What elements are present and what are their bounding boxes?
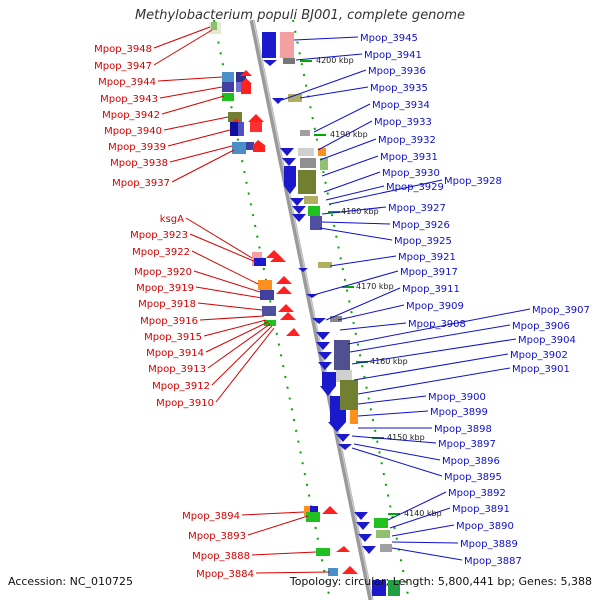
gene-label[interactable]: Mpop_3926 [392,220,450,231]
left-leader-lines [153,26,331,574]
gene-label[interactable]: Mpop_3897 [438,439,496,450]
gene-label[interactable]: Mpop_3898 [434,424,492,435]
kbp-label: 4190 kbp [330,130,368,139]
gene-label[interactable]: Mpop_3891 [452,504,510,515]
gene-label[interactable]: Mpop_3888 [192,551,250,562]
left-gene-labels: Mpop_3948 Mpop_3947 Mpop_3944 Mpop_3943 … [94,44,254,580]
gene-label[interactable]: Mpop_3896 [442,456,500,467]
gene-label[interactable]: Mpop_3928 [444,176,502,187]
kbp-labels: 4200 kbp 4190 kbp 4180 kbp 4170 kbp 4160… [316,56,442,518]
gene-label[interactable]: Mpop_3895 [444,472,502,483]
gene-label[interactable]: Mpop_3899 [430,407,488,418]
gene-label[interactable]: Mpop_3890 [456,521,514,532]
accession-label: Accession: NC_010725 [8,575,134,588]
gene-label[interactable]: Mpop_3884 [196,569,254,580]
gene-label[interactable]: Mpop_3945 [360,33,418,44]
gene-label[interactable]: Mpop_3913 [148,364,206,375]
gene-label[interactable]: Mpop_3947 [94,61,152,72]
kbp-label: 4180 kbp [341,207,379,216]
gene-label[interactable]: Mpop_3915 [144,332,202,343]
gene-label[interactable]: Mpop_3927 [388,203,446,214]
gene-label[interactable]: Mpop_3910 [156,398,214,409]
gene-label[interactable]: Mpop_3893 [188,531,246,542]
topology-label: Topology: circular; Length: 5,800,441 bp… [289,575,592,588]
gene-label[interactable]: Mpop_3901 [512,364,570,375]
gene-label[interactable]: Mpop_3943 [100,94,158,105]
gene-label[interactable]: Mpop_3948 [94,44,152,55]
gene-label[interactable]: Mpop_3935 [370,83,428,94]
gene-label[interactable]: Mpop_3940 [104,126,162,137]
gene-label[interactable]: Mpop_3921 [398,252,456,263]
gene-label[interactable]: Mpop_3892 [448,488,506,499]
gene-label[interactable]: Mpop_3925 [394,236,452,247]
gene-label[interactable]: Mpop_3904 [518,335,576,346]
gene-label[interactable]: Mpop_3937 [112,178,170,189]
gene-label[interactable]: Mpop_3918 [138,299,196,310]
gene-label[interactable]: Mpop_3936 [368,66,426,77]
gene-label[interactable]: Mpop_3909 [406,301,464,312]
gene-label[interactable]: Mpop_3911 [402,284,460,295]
gene-label[interactable]: Mpop_3920 [134,267,192,278]
gene-label[interactable]: Mpop_3932 [378,135,436,146]
gene-label[interactable]: Mpop_3922 [132,247,190,258]
gene-label[interactable]: Mpop_3900 [428,392,486,403]
gene-label[interactable]: Mpop_3916 [140,316,198,327]
gene-label[interactable]: Mpop_3902 [510,350,568,361]
genome-title: Methylobacterium populi BJ001, complete … [134,8,466,23]
kbp-label: 4200 kbp [316,56,354,65]
gene-label[interactable]: Mpop_3923 [130,230,188,241]
gene-label[interactable]: Mpop_3919 [136,283,194,294]
gene-label[interactable]: Mpop_3942 [102,110,160,121]
gene-label[interactable]: Mpop_3944 [98,77,156,88]
gene-label[interactable]: Mpop_3912 [152,381,210,392]
gene-label[interactable]: ksgA [160,214,184,225]
gene-label[interactable]: Mpop_3941 [364,50,422,61]
gene-label[interactable]: Mpop_3914 [146,348,204,359]
kbp-label: 4150 kbp [387,433,425,442]
gene-label[interactable]: Mpop_3887 [464,556,522,567]
gene-label[interactable]: Mpop_3933 [374,117,432,128]
genome-backbone [249,19,374,600]
right-gene-labels: Mpop_3945 Mpop_3941 Mpop_3936 Mpop_3935 … [360,33,590,567]
gene-label[interactable]: Mpop_3906 [512,321,570,332]
kbp-label: 4160 kbp [370,357,408,366]
gene-label[interactable]: Mpop_3938 [110,158,168,169]
gene-label[interactable]: Mpop_3917 [400,267,458,278]
gene-label[interactable]: Mpop_3930 [382,168,440,179]
gene-label[interactable]: Mpop_3934 [372,100,430,111]
gene-label[interactable]: Mpop_3907 [532,305,590,316]
right-leader-lines [281,36,531,561]
gene-label[interactable]: Mpop_3929 [386,182,444,193]
gene-label[interactable]: Mpop_3931 [380,152,438,163]
gene-label[interactable]: Mpop_3894 [182,511,240,522]
kbp-label: 4140 kbp [404,509,442,518]
gene-label[interactable]: Mpop_3939 [108,142,166,153]
gene-label[interactable]: Mpop_3889 [460,539,518,550]
gene-features [209,22,400,596]
gene-label[interactable]: Mpop_3908 [408,319,466,330]
kbp-label: 4170 kbp [356,282,394,291]
